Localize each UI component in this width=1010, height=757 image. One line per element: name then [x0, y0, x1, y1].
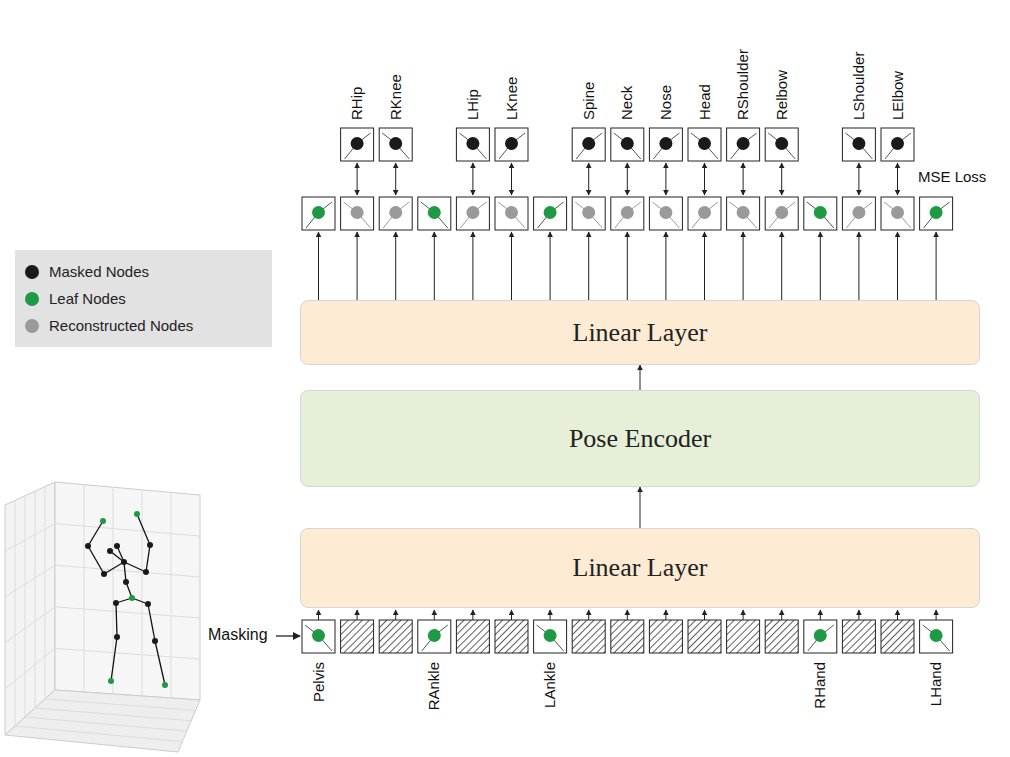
joint-name: RHand: [811, 662, 829, 709]
skeleton-plot: [5, 482, 200, 752]
joint-name: Neck: [618, 86, 636, 120]
joint-name: LShoulder: [850, 52, 868, 120]
legend: Masked NodesLeaf NodesReconstructed Node…: [15, 250, 272, 347]
layer-label: Linear Layer: [573, 318, 708, 348]
joint-name: LHip: [464, 89, 482, 120]
layer-label: Pose Encoder: [569, 424, 711, 454]
joint-name: Relbow: [773, 70, 791, 120]
joint-name: RHip: [348, 87, 366, 120]
encoder-box: Pose Encoder: [300, 390, 980, 487]
legend-swatch: [25, 265, 39, 279]
step-label: Masking: [208, 626, 268, 644]
legend-row: Reconstructed Nodes: [25, 312, 262, 339]
legend-text: Leaf Nodes: [49, 290, 126, 307]
masking-arrow: [276, 635, 300, 636]
joint-name: Spine: [580, 82, 598, 120]
joint-name: LElbow: [889, 71, 907, 120]
joint-name: RKnee: [387, 74, 405, 120]
legend-text: Masked Nodes: [49, 263, 149, 280]
joint-name: LKnee: [503, 77, 521, 120]
legend-swatch: [25, 292, 39, 306]
legend-text: Reconstructed Nodes: [49, 317, 193, 334]
layer-label: Linear Layer: [573, 553, 708, 583]
layer-box: Linear Layer: [300, 528, 980, 608]
flow-arrow: [640, 487, 641, 528]
joint-name: LHand: [927, 662, 945, 706]
joint-name: Pelvis: [310, 662, 328, 702]
legend-row: Masked Nodes: [25, 258, 262, 285]
legend-row: Leaf Nodes: [25, 285, 262, 312]
legend-swatch: [25, 319, 39, 333]
joint-name: RShoulder: [734, 49, 752, 120]
joint-name: Head: [696, 84, 714, 120]
layer-box: Linear Layer: [300, 300, 980, 365]
joint-name: LAnkle: [541, 662, 559, 708]
loss-label: MSE Loss: [918, 168, 986, 186]
joint-name: Nose: [657, 85, 675, 120]
flow-arrow: [640, 365, 641, 390]
joint-name: RAnkle: [425, 662, 443, 710]
